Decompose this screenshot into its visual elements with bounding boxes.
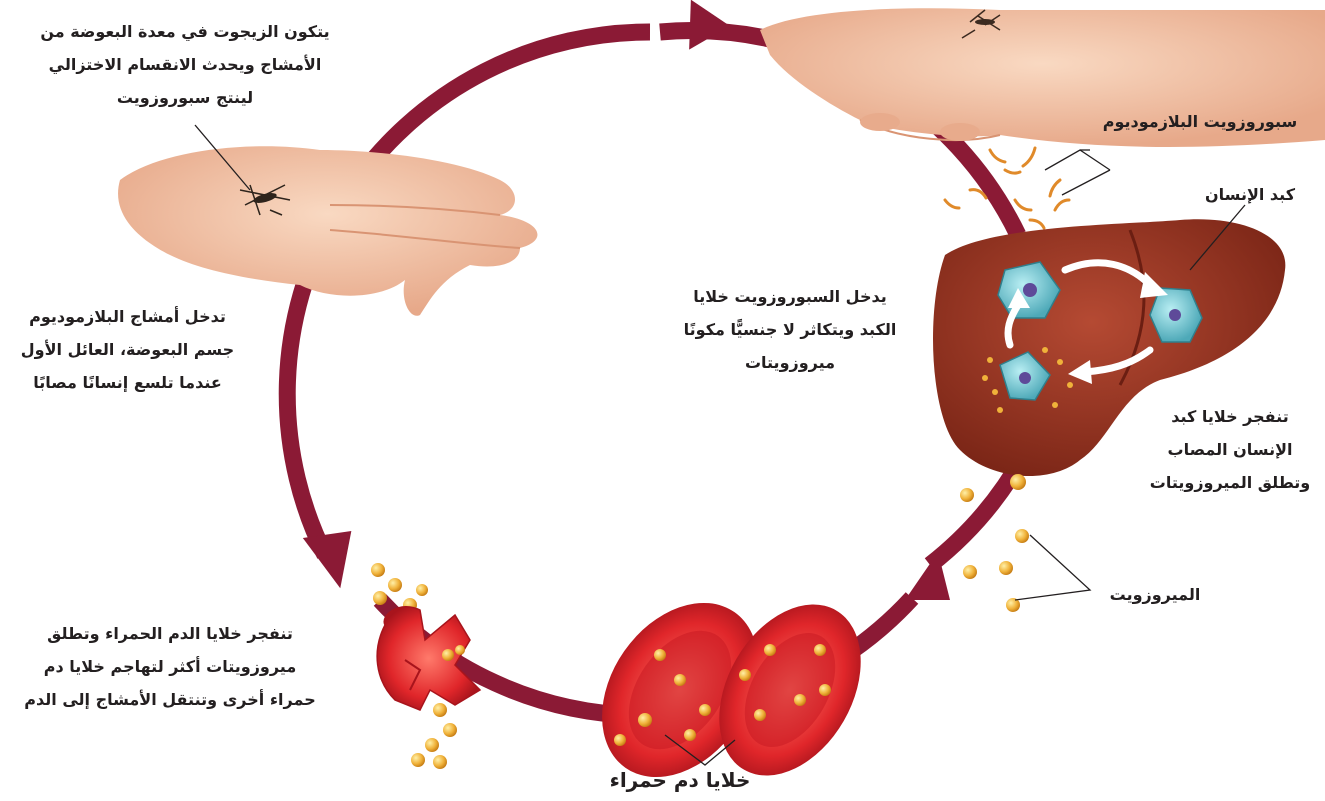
label-human-liver: كبد الإنسان (1185, 178, 1315, 211)
label-enter-liver: يدخل السبوروزويت خلايا الكبد ويتكاثر لا … (645, 280, 935, 379)
label-gametes-enter: تدخل أمشاج البلازموديوم جسم البعوضة، الع… (5, 300, 250, 399)
label-red-cells: خلايا دم حمراء (580, 767, 780, 793)
label-rbc-burst: تنفجر خلايا الدم الحمراء وتطلق ميروزويتا… (5, 617, 335, 716)
label-sporozoites: سبوروزويت البلازموديوم (1080, 105, 1320, 138)
label-merozoites: الميروزويت (1080, 578, 1230, 611)
hand-with-mosquito-icon (118, 146, 537, 316)
label-liver-burst: تنفجر خلايا كبد الإنسان المصاب وتطلق الم… (1140, 400, 1320, 499)
label-zygote: يتكون الزيجوت في معدة البعوضة من الأمشاج… (5, 15, 365, 114)
